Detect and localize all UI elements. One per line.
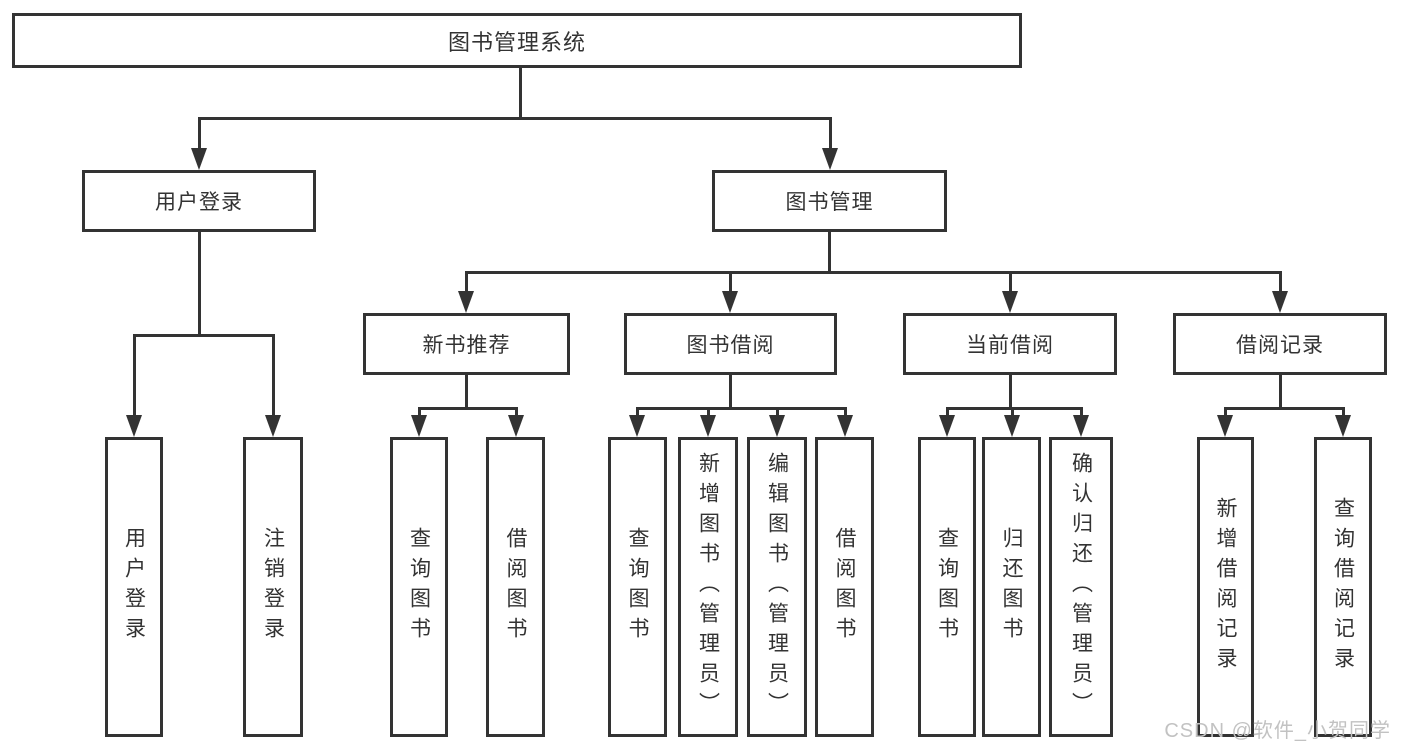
connector-rail xyxy=(635,406,847,410)
connector-drop xyxy=(775,406,779,417)
node-label: 借阅图书 xyxy=(833,527,857,647)
arrowhead-down-icon xyxy=(1004,415,1020,437)
arrowhead-down-icon xyxy=(629,415,645,437)
arrowhead-down-icon xyxy=(837,415,853,437)
connector-drop xyxy=(843,406,847,417)
node-label: 图书借阅 xyxy=(686,334,775,357)
connector-stem xyxy=(518,68,522,120)
connector-drop xyxy=(464,270,468,293)
node-book-management: 图书管理 xyxy=(712,170,947,232)
node-library-system: 图书管理系统 xyxy=(12,13,1022,68)
connector-drop xyxy=(1278,270,1282,293)
connector-drop xyxy=(1079,406,1083,417)
node-label: 用户登录 xyxy=(155,191,243,214)
leaf-borrow-books: 借阅图书 xyxy=(815,437,874,737)
node-book-borrowing: 图书借阅 xyxy=(624,313,837,375)
node-label: 查询图书 xyxy=(626,527,650,647)
connector-drop xyxy=(945,406,949,417)
arrowhead-down-icon xyxy=(822,148,838,170)
leaf-user-login: 用户登录 xyxy=(105,437,163,737)
node-label: 新增借阅记录 xyxy=(1214,497,1238,677)
node-label: 图书管理 xyxy=(785,191,874,214)
connector-drop xyxy=(271,333,275,417)
leaf-query-books-borrow: 查询图书 xyxy=(608,437,667,737)
node-user-login: 用户登录 xyxy=(82,170,316,232)
connector-rail xyxy=(417,406,518,410)
arrowhead-down-icon xyxy=(265,415,281,437)
leaf-add-books-admin: 新增图书（管理员） xyxy=(678,437,738,737)
node-label: 图书管理系统 xyxy=(447,29,586,55)
leaf-edit-books-admin: 编辑图书（管理员） xyxy=(747,437,807,737)
connector-drop xyxy=(1008,270,1012,293)
node-label: 借阅图书 xyxy=(504,527,528,647)
connector-stem xyxy=(197,232,201,337)
node-label: 新书推荐 xyxy=(422,334,511,357)
connector-drop xyxy=(132,333,136,417)
connector-drop xyxy=(706,406,710,417)
connector-rail xyxy=(197,116,832,120)
node-label: 新增图书（管理员） xyxy=(696,452,720,722)
leaf-add-borrow-record: 新增借阅记录 xyxy=(1197,437,1254,737)
node-label: 编辑图书（管理员） xyxy=(765,452,789,722)
node-label: 借阅记录 xyxy=(1236,334,1324,357)
watermark: CSDN @软件_小贺同学 xyxy=(1164,720,1391,742)
connector-drop xyxy=(1223,406,1227,417)
node-label: 注销登录 xyxy=(261,527,285,647)
connector-stem xyxy=(1008,375,1012,410)
arrowhead-down-icon xyxy=(458,291,474,313)
arrowhead-down-icon xyxy=(508,415,524,437)
leaf-query-books-current: 查询图书 xyxy=(918,437,976,737)
node-label: 当前借阅 xyxy=(966,334,1054,357)
node-label: 查询图书 xyxy=(935,527,959,647)
connector-rail xyxy=(132,333,275,337)
arrowhead-down-icon xyxy=(1217,415,1233,437)
arrowhead-down-icon xyxy=(700,415,716,437)
leaf-query-books-recommend: 查询图书 xyxy=(390,437,448,737)
connector-rail xyxy=(1223,406,1345,410)
arrowhead-down-icon xyxy=(1002,291,1018,313)
node-label: 归还图书 xyxy=(1000,527,1024,647)
node-label: 查询借阅记录 xyxy=(1331,497,1355,677)
leaf-query-borrow-record: 查询借阅记录 xyxy=(1314,437,1372,737)
node-borrowing-records: 借阅记录 xyxy=(1173,313,1387,375)
connector-drop xyxy=(1341,406,1345,417)
connector-drop xyxy=(417,406,421,417)
arrowhead-down-icon xyxy=(1073,415,1089,437)
node-label: 确认归还（管理员） xyxy=(1069,452,1093,722)
connector-drop xyxy=(635,406,639,417)
leaf-return-books: 归还图书 xyxy=(982,437,1041,737)
connector-stem xyxy=(728,375,732,410)
arrowhead-down-icon xyxy=(1335,415,1351,437)
connector-stem xyxy=(464,375,468,410)
connector-drop xyxy=(1010,406,1014,417)
arrowhead-down-icon xyxy=(191,148,207,170)
node-current-borrowing: 当前借阅 xyxy=(903,313,1117,375)
connector-drop xyxy=(514,406,518,417)
connector-drop xyxy=(197,116,201,150)
leaf-confirm-return-admin: 确认归还（管理员） xyxy=(1049,437,1113,737)
connector-rail xyxy=(945,406,1083,410)
arrowhead-down-icon xyxy=(939,415,955,437)
arrowhead-down-icon xyxy=(722,291,738,313)
arrowhead-down-icon xyxy=(411,415,427,437)
arrowhead-down-icon xyxy=(126,415,142,437)
connector-stem xyxy=(1278,375,1282,410)
connector-drop xyxy=(828,116,832,150)
leaf-borrow-books-recommend: 借阅图书 xyxy=(486,437,545,737)
node-label: 查询图书 xyxy=(407,527,431,647)
arrowhead-down-icon xyxy=(1272,291,1288,313)
leaf-logout: 注销登录 xyxy=(243,437,303,737)
connector-rail xyxy=(464,270,1282,274)
node-new-book-recommendation: 新书推荐 xyxy=(363,313,570,375)
node-label: 用户登录 xyxy=(122,527,146,647)
connector-stem xyxy=(827,232,831,274)
arrowhead-down-icon xyxy=(769,415,785,437)
connector-drop xyxy=(728,270,732,293)
